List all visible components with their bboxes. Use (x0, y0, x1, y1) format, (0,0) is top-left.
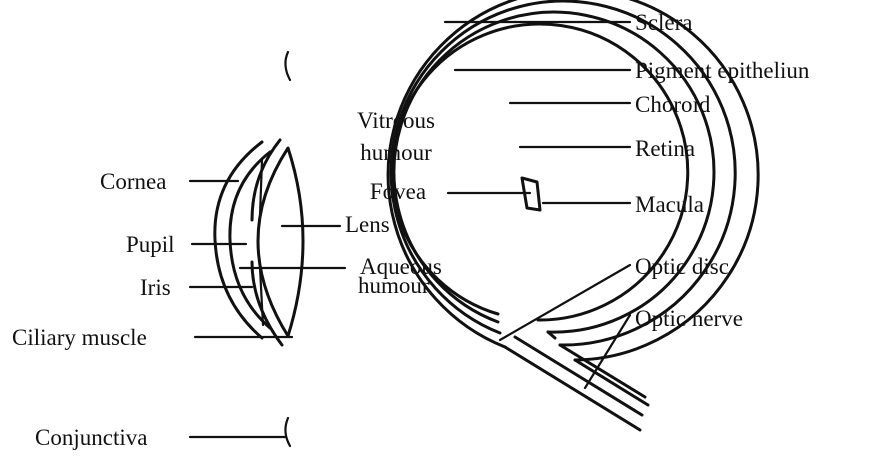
label-optic-disc: Optic disc (635, 254, 729, 279)
lens (258, 148, 303, 336)
label-retina: Retina (635, 136, 695, 161)
label-vitreous-1: Vitreous (357, 108, 435, 133)
label-ciliary-muscle: Ciliary muscle (12, 325, 147, 350)
leader-lines (190, 22, 630, 437)
labels: Sclera Pigment epitheliun Choroid Retina… (12, 10, 810, 450)
optic-nerve (505, 332, 648, 430)
label-conjunctiva: Conjunctiva (35, 425, 147, 450)
label-vitreous-2: humour (360, 140, 432, 165)
label-lens: Lens (345, 212, 390, 237)
label-aqueous-2: humour (358, 273, 430, 298)
conjunctiva-top (285, 52, 290, 80)
label-iris: Iris (140, 275, 171, 300)
label-pupil: Pupil (126, 232, 175, 257)
sclera-inner (391, 1, 735, 345)
label-cornea: Cornea (100, 169, 166, 194)
label-choroid: Choroid (635, 92, 711, 117)
label-fovea: Fovea (370, 179, 426, 204)
label-optic-nerve: Optic nerve (635, 306, 743, 331)
conjunctiva-bottom (285, 418, 290, 446)
label-pigment-epithelium: Pigment epitheliun (635, 58, 810, 83)
label-macula: Macula (635, 192, 704, 217)
label-sclera: Sclera (635, 10, 692, 35)
